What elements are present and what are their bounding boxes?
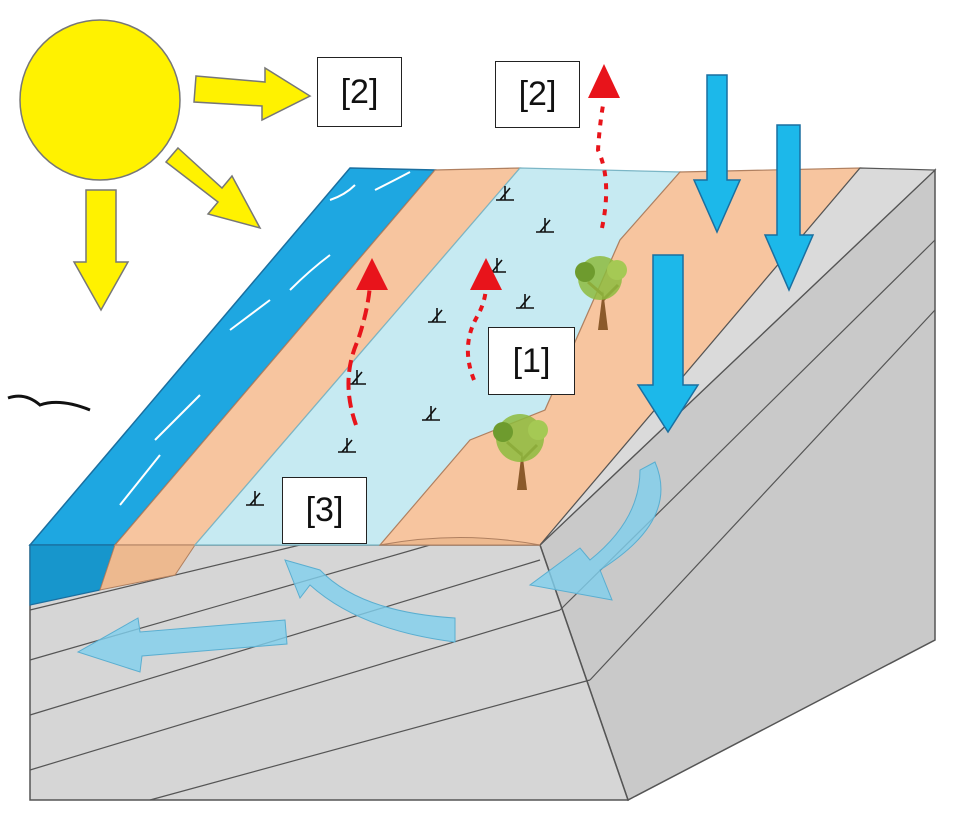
- rain-arrow-3: [636, 254, 700, 434]
- flow-arrow-right-curve: [528, 461, 662, 601]
- label-1: [1]: [488, 327, 575, 395]
- grass-tuft-icon: [536, 218, 554, 233]
- label-2-sun: [2]: [317, 57, 402, 127]
- groundwater-flow-arrows: [76, 461, 662, 673]
- sun-ray-arrows: [72, 66, 312, 312]
- inland-band: [539, 167, 937, 546]
- tree-icon: [575, 256, 627, 330]
- tree-icon: [493, 414, 548, 490]
- evaporation-arrowheads: [356, 64, 620, 290]
- rock-block: [29, 168, 936, 802]
- evap-arrow-3: [595, 99, 609, 229]
- rain-arrow-1: [692, 74, 742, 234]
- evaporation-arrows: [346, 99, 609, 426]
- flow-arrow-up-curve: [284, 559, 456, 643]
- evap-arrow-1: [346, 284, 372, 426]
- rain-arrow-2: [763, 124, 815, 292]
- sun-ray-down: [72, 189, 130, 312]
- sun-ray-right: [193, 66, 312, 122]
- flow-arrow-left: [76, 617, 288, 673]
- grass-tuft-icon: [428, 308, 446, 323]
- grass-tuft-icon: [246, 491, 264, 506]
- evap-arrow-2: [465, 284, 488, 381]
- sun-ray-diagonal: [164, 146, 262, 230]
- bird-icon: [7, 394, 91, 412]
- grass-tuft-icon: [516, 294, 534, 309]
- sun-icon: [19, 19, 181, 181]
- grass-tuft-icon: [338, 438, 356, 453]
- rain-arrows: [636, 74, 815, 434]
- wave-streaks: [119, 171, 411, 506]
- grass-tuft-icon: [348, 370, 366, 385]
- grass-tuft-icon: [422, 406, 440, 421]
- label-3: [3]: [282, 477, 367, 544]
- grass-tuft-icon: [496, 186, 514, 201]
- label-2-soil: [2]: [495, 61, 580, 128]
